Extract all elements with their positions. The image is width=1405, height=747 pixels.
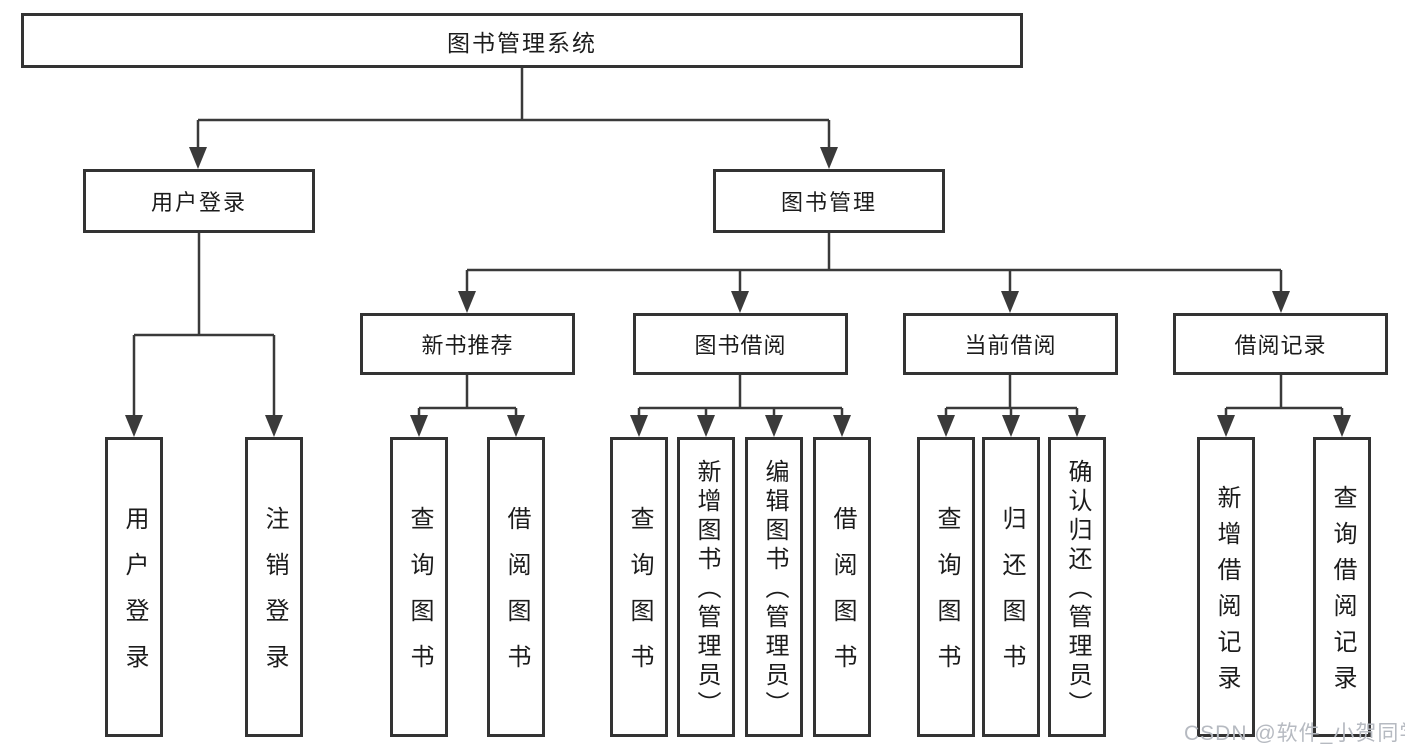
leaf-edit-books-admin: 编辑图书（管理员） (745, 437, 803, 737)
leaf-query-books-borrow: 查询图书 (610, 437, 668, 737)
leaf-label: 借阅图书 (503, 506, 530, 690)
leaf-user-login: 用户登录 (105, 437, 163, 737)
node-label: 图书借阅 (694, 333, 787, 358)
node-label: 图书管理 (780, 190, 877, 215)
node-new-book-recommend: 新书推荐 (360, 313, 575, 375)
node-book-borrow: 图书借阅 (633, 313, 848, 375)
node-root-library-system: 图书管理系统 (21, 13, 1023, 68)
leaf-label: 注销登录 (261, 506, 288, 690)
node-borrow-records: 借阅记录 (1173, 313, 1388, 375)
node-label: 用户登录 (150, 190, 247, 215)
node-user-login: 用户登录 (83, 169, 315, 233)
node-label: 当前借阅 (964, 333, 1057, 358)
node-current-borrow: 当前借阅 (903, 313, 1118, 375)
leaf-label: 查询图书 (626, 506, 653, 690)
leaf-label: 归还图书 (998, 506, 1025, 690)
leaf-label: 查询图书 (933, 506, 960, 690)
leaf-label: 确认归还（管理员） (1064, 459, 1091, 720)
leaf-label: 查询借阅记录 (1329, 485, 1356, 701)
leaf-add-borrow-record: 新增借阅记录 (1197, 437, 1255, 737)
leaf-label: 借阅图书 (829, 506, 856, 690)
node-label: 新书推荐 (421, 333, 514, 358)
leaf-label: 编辑图书（管理员） (761, 459, 788, 720)
leaf-borrow-books: 借阅图书 (813, 437, 871, 737)
leaf-label: 新增借阅记录 (1213, 485, 1240, 701)
leaf-borrow-books-recommend: 借阅图书 (487, 437, 545, 737)
leaf-confirm-return-admin: 确认归还（管理员） (1048, 437, 1106, 737)
leaf-return-books: 归还图书 (982, 437, 1040, 737)
leaf-label: 查询图书 (406, 506, 433, 690)
csdn-watermark: CSDN @软件_小贺同学 (1184, 722, 1405, 745)
leaf-query-books-current: 查询图书 (917, 437, 975, 737)
node-label: 图书管理系统 (447, 29, 597, 56)
leaf-add-books-admin: 新增图书（管理员） (677, 437, 735, 737)
leaf-query-books-recommend: 查询图书 (390, 437, 448, 737)
node-book-management: 图书管理 (713, 169, 945, 233)
leaf-logout: 注销登录 (245, 437, 303, 737)
leaf-query-borrow-record: 查询借阅记录 (1313, 437, 1371, 737)
leaf-label: 用户登录 (121, 506, 148, 690)
leaf-label: 新增图书（管理员） (693, 459, 720, 720)
node-label: 借阅记录 (1234, 333, 1327, 358)
